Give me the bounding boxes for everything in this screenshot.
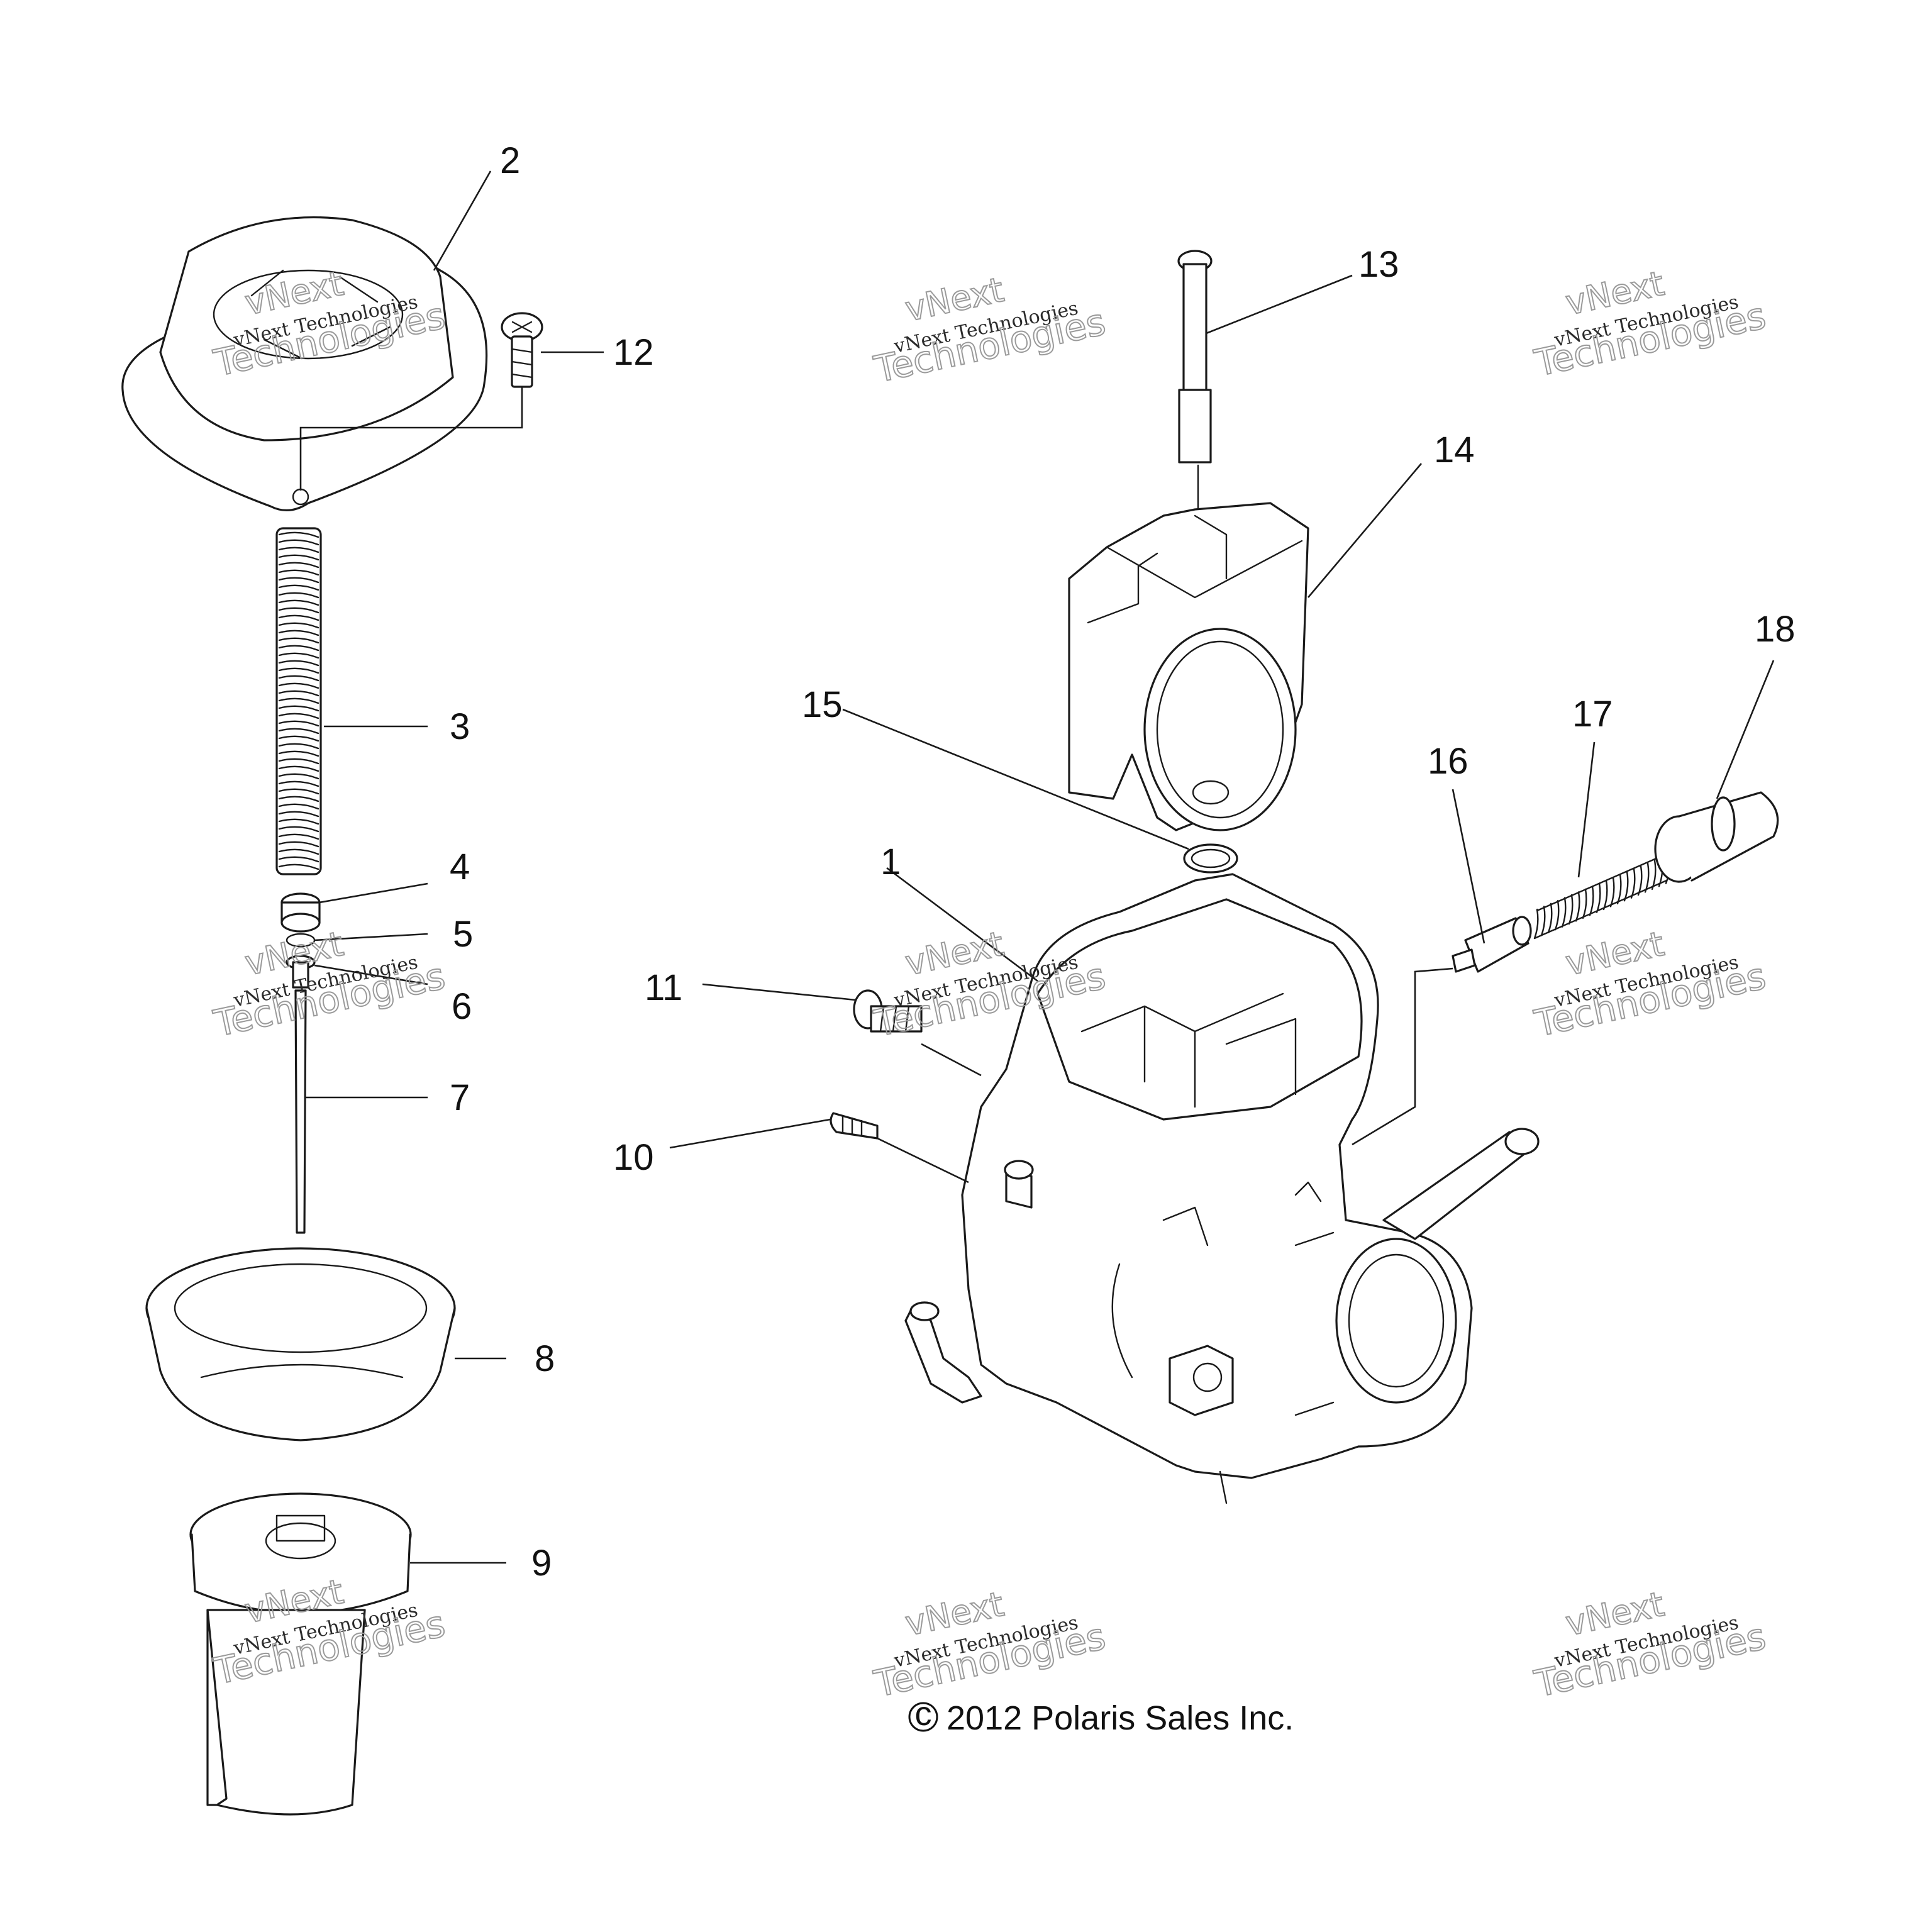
part-8-diaphragm [145,1247,456,1441]
part-14-throttle-housing [1068,502,1309,831]
callout-1: 1 [880,841,901,882]
watermarks: vNext vNext Technologies Technologies vN… [209,263,1770,1706]
part-15-o-ring [1183,843,1238,874]
svg-text:Technologies: Technologies [870,1615,1109,1706]
callout-3: 3 [450,706,470,747]
callout-13: 13 [1358,244,1399,285]
callout-12: 12 [613,332,654,373]
svg-text:Technologies: Technologies [1531,294,1770,385]
part-2-top-cover [121,216,488,512]
watermark: vNext vNext Technologies Technologies [1530,1584,1770,1706]
part-13-long-screw [1177,250,1213,517]
copyright-notice: c 2012 Polaris Sales Inc. [908,1695,1294,1737]
svg-text:Technologies: Technologies [870,301,1109,391]
copyright-icon [908,1702,938,1732]
callout-14: 14 [1434,430,1475,470]
part-12-screw [501,312,543,388]
part-16-plunger [1452,916,1532,973]
part-9-slide [189,1492,412,1816]
callout-16: 16 [1428,741,1468,782]
watermark: vNext vNext Technologies Technologies [209,1571,450,1694]
svg-text:Technologies: Technologies [1531,1615,1770,1706]
part-4-retainer [280,892,321,933]
part-3-spring [275,527,322,875]
leader-lines [299,170,1775,1564]
watermark: vNext vNext Technologies Technologies [870,1584,1110,1706]
callout-7: 7 [450,1077,470,1118]
callout-6: 6 [452,986,472,1027]
watermark: vNext vNext Technologies Technologies [1530,263,1770,386]
watermark: vNext vNext Technologies Technologies [209,923,450,1046]
callout-11: 11 [645,967,682,1008]
part-18-nut [1654,791,1779,883]
callout-15: 15 [802,684,843,725]
copyright-symbol: c [915,1695,932,1733]
part-1-carburetor-body [904,873,1540,1504]
watermark: vNext vNext Technologies Technologies [1530,923,1770,1046]
svg-text:Technologies: Technologies [1531,955,1770,1045]
copyright-text: 2012 Polaris Sales Inc. [947,1699,1294,1737]
part-6-washer [286,955,316,989]
callout-8: 8 [535,1338,555,1379]
callout-9: 9 [531,1543,552,1584]
callout-17: 17 [1572,694,1613,735]
part-10-idle-screw [830,1112,879,1140]
part-7-needle [294,989,307,1234]
callout-4: 4 [450,847,470,887]
watermark: vNext vNext Technologies Technologies [870,269,1110,392]
callout-5: 5 [453,914,473,955]
callout-labels: 2 12 3 4 5 6 7 8 9 11 10 1 15 13 14 16 1… [450,140,1796,1584]
part-11-screw [853,989,923,1033]
callout-2: 2 [500,140,520,181]
callout-10: 10 [613,1137,654,1178]
callout-18: 18 [1755,609,1796,650]
